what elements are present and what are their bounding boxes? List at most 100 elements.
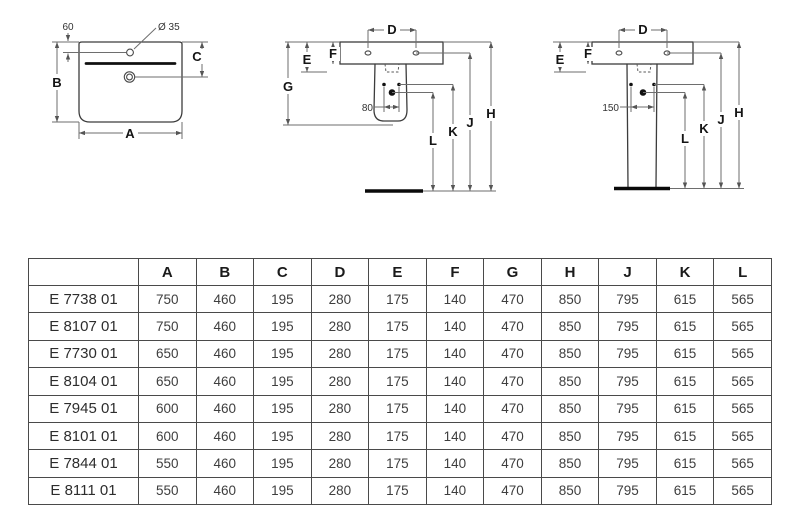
dimension-value-cell: 565 <box>713 312 772 341</box>
dimension-value-cell: 615 <box>655 476 715 506</box>
dimension-value-cell: 795 <box>598 394 657 423</box>
dimension-value-cell: 460 <box>195 367 255 396</box>
dimension-value-cell: 850 <box>540 394 600 423</box>
dimension-value-cell: 140 <box>425 339 485 369</box>
column-header: L <box>713 258 772 286</box>
column-header: G <box>483 258 542 286</box>
tap-diameter-label: Ø 35 <box>158 22 180 33</box>
dimension-value-cell: 280 <box>310 449 370 478</box>
dim-label-f: F <box>329 46 337 61</box>
product-code-cell: E 7945 01 <box>28 394 139 423</box>
column-header: B <box>195 258 255 286</box>
dimension-value-cell: 650 <box>138 339 197 369</box>
dimension-value-cell: 750 <box>138 312 197 341</box>
pedestal-view-diagram: D E F 150 L K J H <box>553 22 747 191</box>
dimension-value-cell: 460 <box>195 476 255 506</box>
dimension-value-cell: 615 <box>655 421 715 451</box>
column-header: H <box>540 258 600 286</box>
tap-hole <box>126 48 134 57</box>
column-header: K <box>655 258 715 286</box>
dimension-value-cell: 175 <box>368 449 427 478</box>
dimension-value-cell: 565 <box>713 394 772 423</box>
dimension-value-cell: 850 <box>540 421 600 451</box>
dimension-value-cell: 470 <box>483 449 542 478</box>
dim-label-b: B <box>52 75 61 90</box>
dimension-value-cell: 140 <box>425 476 485 506</box>
product-code-cell: E 8107 01 <box>28 312 139 341</box>
dimension-value-cell: 565 <box>713 339 772 369</box>
dimension-value-cell: 615 <box>655 449 715 478</box>
dimension-value-cell: 550 <box>138 449 197 478</box>
dimension-value-cell: 175 <box>368 312 427 341</box>
dimension-value-cell: 850 <box>540 367 600 396</box>
dimension-value-cell: 140 <box>425 284 485 314</box>
column-header <box>28 258 139 286</box>
dimension-value-cell: 140 <box>425 394 485 423</box>
dim-label-j: J <box>466 115 473 130</box>
dimension-value-cell: 795 <box>598 367 657 396</box>
dimension-value-cell: 175 <box>368 394 427 423</box>
pedestal-fixing-hole <box>382 82 386 87</box>
dimension-value-cell: 195 <box>253 312 312 341</box>
dimension-value-cell: 615 <box>655 284 715 314</box>
dimension-value-cell: 795 <box>598 421 657 451</box>
product-code-cell: E 7730 01 <box>28 339 139 369</box>
dim-label-g: G <box>283 79 293 94</box>
dim-label-d: D <box>638 22 647 37</box>
basin-outline <box>78 41 183 123</box>
dim-label-h: H <box>734 105 743 120</box>
dimension-value-cell: 550 <box>138 476 197 506</box>
dim-label-l: L <box>429 133 437 148</box>
column-header: F <box>425 258 485 286</box>
tap-diameter-leader <box>133 27 157 50</box>
dimension-value-cell: 280 <box>310 339 370 369</box>
dim-label-e: E <box>556 52 565 67</box>
dimension-value-cell: 470 <box>483 312 542 341</box>
dimension-value-cell: 460 <box>195 449 255 478</box>
column-header: D <box>310 258 370 286</box>
column-header: J <box>598 258 657 286</box>
dimension-value-cell: 175 <box>368 476 427 506</box>
dimension-value-cell: 280 <box>310 367 370 396</box>
dim-label-l: L <box>681 131 689 146</box>
drain-hole-inner <box>126 73 133 81</box>
dimension-value-cell: 615 <box>655 339 715 369</box>
dimension-value-cell: 140 <box>425 367 485 396</box>
dimension-value-cell: 280 <box>310 476 370 506</box>
dimension-value-cell: 795 <box>598 312 657 341</box>
dimension-value-cell: 470 <box>483 476 542 506</box>
pedestal-fixing-hole <box>629 82 633 87</box>
dimension-value-cell: 280 <box>310 312 370 341</box>
pedestal-outline <box>626 63 658 188</box>
dimension-value-cell: 280 <box>310 421 370 451</box>
dim-label-k: K <box>699 121 709 136</box>
column-header: E <box>368 258 427 286</box>
dimension-value-cell: 195 <box>253 394 312 423</box>
dimension-value-cell: 565 <box>713 421 772 451</box>
dimension-value-cell: 565 <box>713 476 772 506</box>
dimension-value-cell: 850 <box>540 284 600 314</box>
product-code-cell: E 7738 01 <box>28 284 139 314</box>
dimension-value-cell: 565 <box>713 367 772 396</box>
dimension-value-cell: 175 <box>368 339 427 369</box>
tap-fixing-hole <box>364 50 372 56</box>
dimension-value-cell: 795 <box>598 339 657 369</box>
dim-label-j: J <box>717 112 724 127</box>
dimension-value-cell: 600 <box>138 421 197 451</box>
dimension-value-cell: 460 <box>195 421 255 451</box>
dimension-value-cell: 750 <box>138 284 197 314</box>
dim-label-c: C <box>192 49 202 64</box>
dim-label-h: H <box>486 106 495 121</box>
dimension-value-cell: 460 <box>195 339 255 369</box>
semi-pedestal-outline <box>373 63 408 122</box>
dimension-value-cell: 615 <box>655 394 715 423</box>
dim-label-e: E <box>303 52 312 67</box>
dimension-value-cell: 650 <box>138 367 197 396</box>
dimension-value-cell: 470 <box>483 339 542 369</box>
